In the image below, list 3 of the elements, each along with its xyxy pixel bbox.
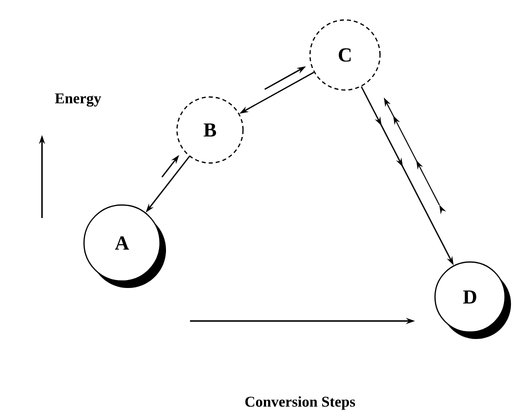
- node-label: D: [463, 290, 476, 304]
- axis-label: Energy: [55, 93, 102, 107]
- axis-label: Conversion Steps: [245, 396, 356, 410]
